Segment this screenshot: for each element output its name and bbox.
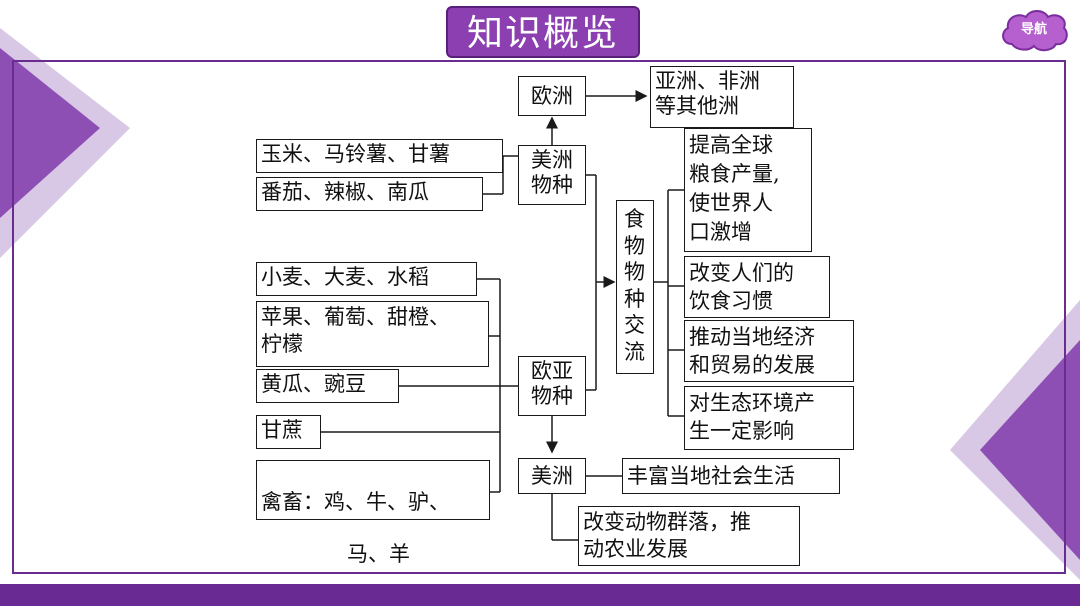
nav-label: 导航 [1020, 22, 1047, 37]
node-food-exchange: 食 物 物 种 交 流 [616, 200, 654, 374]
page-title: 知识概览 [446, 6, 640, 58]
node-effect-population: 提高全球 粮食产量, 使世界人 口激增 [684, 128, 812, 252]
node-cucumber-pea: 黄瓜、豌豆 [256, 369, 399, 403]
node-america-species: 美洲 物种 [518, 145, 586, 205]
node-europe-top: 欧洲 [518, 76, 586, 116]
livestock-line-1: 禽畜：鸡、牛、驴、 [261, 490, 450, 514]
footer-bar [0, 584, 1080, 606]
nav-button[interactable]: 导航 [998, 6, 1070, 54]
node-effect-trade: 推动当地经济 和贸易的发展 [684, 320, 854, 382]
node-america-bottom: 美洲 [518, 458, 586, 494]
node-tomato-pepper: 番茄、辣椒、南瓜 [256, 177, 483, 211]
livestock-line-2: 马、羊 [347, 542, 410, 566]
node-animal-change: 改变动物群落，推 动农业发展 [578, 506, 800, 566]
node-sugarcane: 甘蔗 [256, 415, 321, 449]
node-asia-africa: 亚洲、非洲 等其他洲 [650, 66, 794, 128]
node-effect-diet: 改变人们的 饮食习惯 [684, 256, 830, 318]
content-frame [12, 60, 1066, 574]
node-effect-ecology: 对生态环境产 生一定影响 [684, 386, 854, 450]
cloud-icon [1002, 10, 1068, 52]
node-corn-potato: 玉米、马铃薯、甘薯 [256, 139, 503, 173]
node-enrich-life: 丰富当地社会生活 [622, 458, 840, 494]
node-eurasia-species: 欧亚 物种 [518, 356, 586, 416]
left-decor-triangles [0, 28, 130, 258]
node-wheat: 小麦、大麦、水稻 [256, 262, 477, 296]
node-apple-grape: 苹果、葡萄、甜橙、 柠檬 [256, 301, 489, 367]
right-decor-triangles [950, 300, 1080, 580]
node-livestock: 禽畜：鸡、牛、驴、 马、羊 [256, 460, 490, 566]
